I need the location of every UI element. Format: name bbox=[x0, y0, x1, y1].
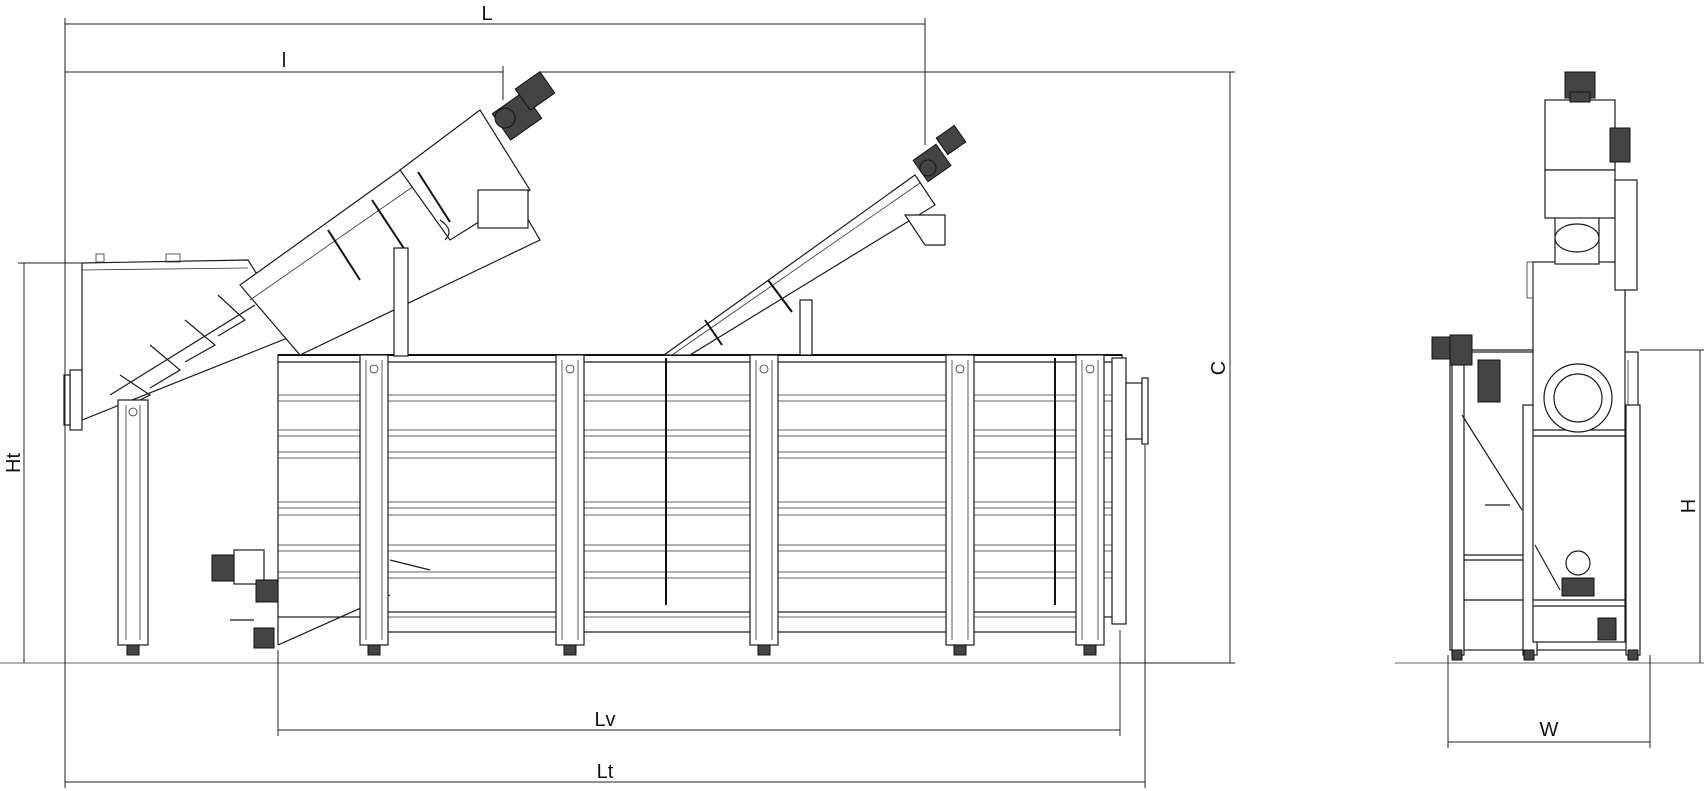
dimension-Ht: Ht bbox=[3, 262, 90, 663]
left-support-leg bbox=[117, 399, 149, 656]
small-screw-motor bbox=[912, 124, 967, 183]
label-H: H bbox=[1678, 499, 1700, 513]
dimension-l: l bbox=[65, 50, 504, 100]
label-l: l bbox=[282, 50, 286, 72]
label-Ht: Ht bbox=[3, 453, 25, 473]
bottom-drive-motors bbox=[211, 549, 279, 649]
feed-hopper bbox=[63, 253, 296, 431]
dimension-H: H bbox=[1640, 349, 1704, 663]
dimension-L: L bbox=[64, 3, 926, 300]
end-view bbox=[1431, 71, 1641, 661]
label-Lt: Lt bbox=[597, 761, 614, 783]
dimension-Lv: Lv bbox=[277, 630, 1121, 736]
side-view bbox=[63, 71, 1149, 656]
label-W: W bbox=[1540, 719, 1559, 741]
dimension-Lt: Lt bbox=[64, 300, 1146, 788]
tank-body bbox=[277, 354, 1149, 646]
large-inclined-screw bbox=[239, 71, 556, 357]
label-Lv: Lv bbox=[594, 709, 615, 731]
large-screw-motor bbox=[491, 71, 556, 141]
tank-posts bbox=[359, 354, 1105, 656]
dimension-C: C bbox=[540, 71, 1235, 664]
dimension-W: W bbox=[1447, 655, 1651, 748]
label-L: L bbox=[481, 3, 492, 25]
label-C: C bbox=[1208, 361, 1230, 375]
small-inclined-screw bbox=[662, 124, 967, 356]
